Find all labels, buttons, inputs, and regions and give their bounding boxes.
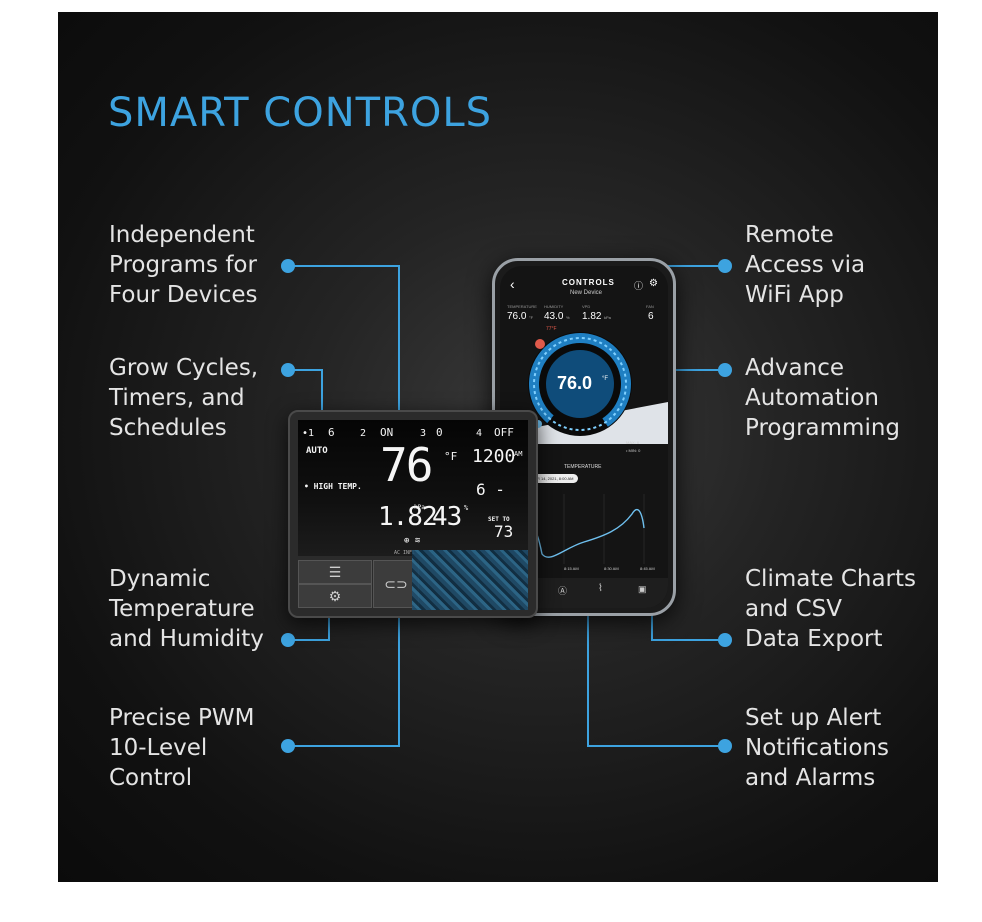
dial-unit: °F	[602, 376, 609, 382]
menu-button[interactable]: ☰	[298, 560, 372, 584]
port-1-value: 6	[328, 426, 335, 439]
connector-dot-2	[281, 363, 295, 377]
gear-icon[interactable]: ⚙	[649, 278, 658, 289]
power-button[interactable]: ⊂⊃	[373, 560, 419, 608]
connector-lines	[281, 259, 732, 753]
settings-button[interactable]: ⚙	[298, 584, 372, 608]
dial-value: 76.0	[557, 373, 593, 393]
stat-fan-value: 6	[648, 311, 654, 322]
temperature-series-line	[524, 509, 645, 561]
controller-buttons: ☰ ⚙ ⊂⊃	[298, 560, 528, 608]
circuit-board-image	[412, 550, 528, 610]
connector-dot-8	[718, 739, 732, 753]
dial-marker-dot	[535, 339, 545, 349]
mode-label: AUTO	[306, 446, 328, 456]
connector-line-2	[288, 369, 323, 422]
port-3-value: 0	[436, 426, 443, 439]
stat-fan-label: FAN	[646, 304, 654, 309]
controller-screen: •1 6 2 ON 3 0 4 OFF AUTO 76 °F 1200 AM •…	[298, 420, 528, 556]
stat-temperature-value: 76.0	[507, 311, 527, 322]
min-label: • MIN: 0	[626, 448, 641, 453]
chart-time-3: 8:45 AM	[640, 566, 655, 571]
set-to-value: 73	[494, 522, 514, 541]
chart-time-1: 8:15 AM	[564, 566, 579, 571]
fan-level: 6 -	[476, 480, 505, 499]
vpd-readout: 1.82	[378, 502, 438, 532]
back-chevron-icon[interactable]: ‹	[510, 276, 515, 292]
connector-dot-7	[718, 633, 732, 647]
phone-subheader: New Device	[570, 290, 603, 296]
info-icon[interactable]: ⓘ	[634, 281, 644, 291]
temperature-readout: 76	[380, 438, 433, 492]
auto-mode-icon[interactable]: Ⓐ	[558, 586, 568, 596]
stat-vpd-value: 1.82	[582, 311, 602, 322]
brand-label: AC INFI	[394, 550, 416, 556]
stat-vpd-label: VPD	[582, 304, 591, 309]
port-3-label: 3	[420, 428, 427, 439]
alert-label: • HIGH TEMP.	[304, 482, 362, 491]
dial-marker-label: 77°F	[546, 326, 557, 332]
vpd-unit: kPa	[414, 504, 425, 511]
export-tab-icon[interactable]: ▣	[638, 584, 647, 594]
connector-line-1	[288, 265, 400, 422]
time-readout: 1200	[472, 446, 516, 467]
humidity-readout: 43	[432, 502, 462, 532]
menu-icon: ☰	[328, 564, 342, 580]
connector-line-4	[288, 612, 400, 747]
chart-time-2: 8:30 AM	[604, 566, 619, 571]
connector-line-3	[288, 612, 330, 641]
temperature-unit: °F	[444, 450, 458, 463]
connector-dot-4	[281, 739, 295, 753]
toggle-icon: ⊂⊃	[384, 576, 408, 592]
set-to-label: SET TO	[488, 516, 510, 523]
phone-header: CONTROLS	[562, 278, 615, 287]
chart-tab-icon[interactable]: ⌇	[598, 583, 603, 594]
temperature-line-chart	[524, 494, 645, 564]
connector-dot-5	[718, 259, 732, 273]
connector-line-8	[587, 612, 725, 747]
port-2-value: ON	[380, 426, 394, 439]
max-label: MAX: 6	[626, 440, 640, 445]
temperature-dial[interactable]	[500, 324, 668, 444]
stat-humidity-label: HUMIDITY	[544, 304, 564, 309]
connector-dot-1	[281, 259, 295, 273]
chart-date-pill[interactable]: MAR 14, 2021, 8:00 AM	[526, 474, 579, 483]
connector-dot-3	[281, 633, 295, 647]
controller-device: •1 6 2 ON 3 0 4 OFF AUTO 76 °F 1200 AM •…	[288, 410, 538, 618]
gear-icon: ⚙	[328, 588, 342, 604]
stat-temperature-label: TEMPERATURE	[507, 304, 537, 309]
chart-title: TEMPERATURE	[564, 464, 602, 470]
stat-humidity-value: 43.0	[544, 311, 564, 322]
connector-line-7	[651, 612, 725, 641]
time-suffix: AM	[514, 450, 523, 458]
port-1-label: •1	[302, 428, 315, 439]
page-title: SMART CONTROLS	[108, 90, 493, 136]
port-4-value: OFF	[494, 426, 514, 439]
connector-dot-6	[718, 363, 732, 377]
wifi-icon: ⊕ ≋	[404, 536, 421, 546]
port-4-label: 4	[476, 428, 483, 439]
port-2-label: 2	[360, 428, 367, 439]
humidity-unit: %	[464, 504, 469, 512]
